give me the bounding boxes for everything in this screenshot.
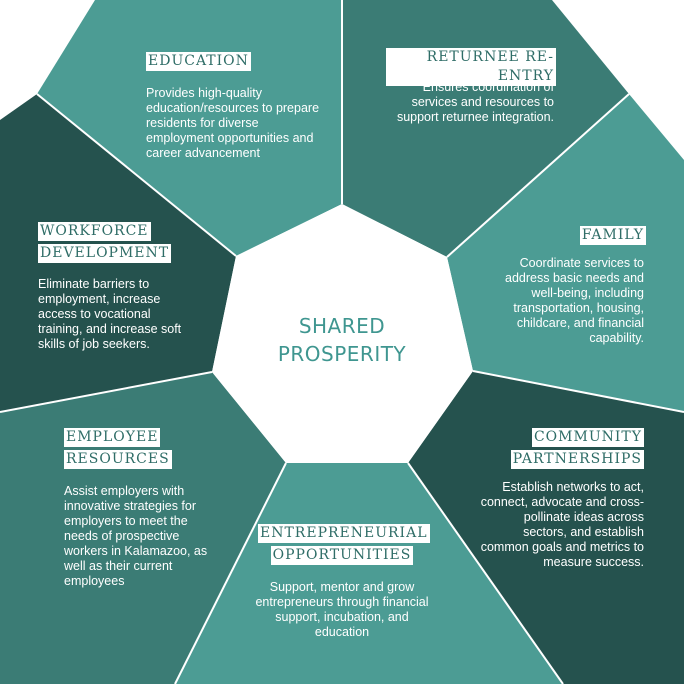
community-label-line-2: PARTNERSHIPS [510,450,644,469]
center-title-line-2: PROSPERITY [277,342,407,366]
workforce-description: Eliminate barriers to employment, increa… [38,277,182,351]
spoke-line [174,462,287,684]
entrepreneurial-label: ENTREPRENEURIAL OPPORTUNITIES [258,524,430,568]
education-label-line: EDUCATION [146,52,251,71]
spoke-line [0,371,213,413]
entrepreneurial-label-line-2: OPPORTUNITIES [270,546,414,565]
segment-entrepreneurial [175,463,563,684]
employee-label-line-1: EMPLOYEE [64,428,161,447]
education-label: EDUCATION [146,52,251,74]
family-label: FAMILY [520,226,646,248]
community-description: Establish networks to act, connect, advo… [480,480,644,569]
family-description: Coordinate services to address basic nee… [505,256,644,345]
spoke-line [36,93,237,257]
segment-family [447,94,684,412]
workforce-label-line-1: WORKFORCE [38,222,151,241]
spoke-line [407,462,564,684]
workforce-label-line-2: DEVELOPMENT [38,244,172,263]
center-title: SHARED PROSPERITY [232,312,452,368]
returnee-label: RETURNEE RE-ENTRY [386,48,556,89]
entrepreneurial-description: Support, mentor and grow entrepreneurs t… [255,580,429,639]
family-label-line: FAMILY [579,226,646,245]
center-title-line-1: SHARED [298,314,386,338]
education-description: Provides high-quality education/resource… [146,86,320,160]
community-label: COMMUNITY PARTNERSHIPS [510,428,644,472]
employee-description: Assist employers with innovative strateg… [64,484,208,588]
workforce-label: WORKFORCE DEVELOPMENT [38,222,172,266]
employee-label-line-2: RESOURCES [64,450,172,469]
community-label-line-1: COMMUNITY [531,428,644,447]
employee-label: EMPLOYEE RESOURCES [64,428,172,472]
returnee-label-line: RETURNEE RE-ENTRY [386,48,556,86]
segment-education [37,0,342,256]
segment-community [408,371,684,684]
entrepreneurial-label-line-1: ENTREPRENEURIAL [258,524,430,543]
spoke-line [472,370,684,413]
returnee-description: Ensures coordination of services and res… [396,80,554,124]
center-heptagon [212,204,473,463]
spoke-line [446,93,630,258]
